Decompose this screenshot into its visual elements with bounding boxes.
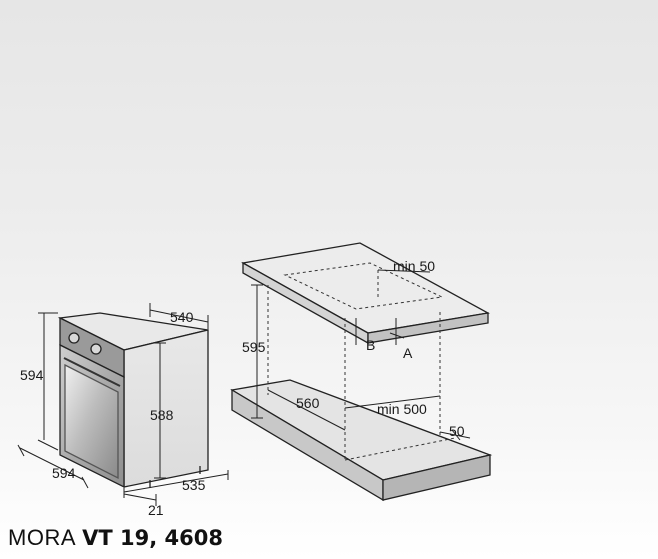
label-cabinet-height: 595 — [242, 339, 266, 355]
brand-name: MORA — [8, 525, 76, 550]
label-oven-depth: 535 — [182, 477, 206, 493]
cabinet-base-side — [382, 454, 491, 501]
cabinet-dimension-lines — [251, 269, 471, 441]
oven-knob-right — [90, 343, 102, 355]
label-oven-width-top: 540 — [170, 309, 194, 325]
label-oven-height: 594 — [20, 367, 44, 383]
cabinet-cutout-guides — [267, 262, 456, 461]
label-oven-width-bottom: 594 — [52, 465, 76, 481]
oven-door-glass — [64, 363, 119, 480]
label-top-min-gap: min 50 — [393, 258, 435, 274]
oven-drawing — [57, 312, 209, 489]
oven-door-handle — [63, 357, 121, 387]
cabinet-drawing — [230, 242, 493, 502]
label-marker-b: B — [366, 337, 375, 353]
label-bottom-gap: 50 — [449, 423, 465, 439]
product-caption: MORA VT 19, 4608 — [8, 525, 223, 551]
oven-dimension-lines — [17, 303, 229, 506]
label-marker-a: A — [403, 345, 413, 361]
label-cabinet-depth: 560 — [296, 395, 320, 411]
label-bottom-min-width: min 500 — [377, 401, 427, 417]
label-oven-front-depth: 21 — [148, 502, 164, 518]
oven-knob-left — [68, 332, 80, 344]
label-oven-inner-height: 588 — [150, 407, 174, 423]
model-number: VT 19, 4608 — [82, 526, 223, 550]
